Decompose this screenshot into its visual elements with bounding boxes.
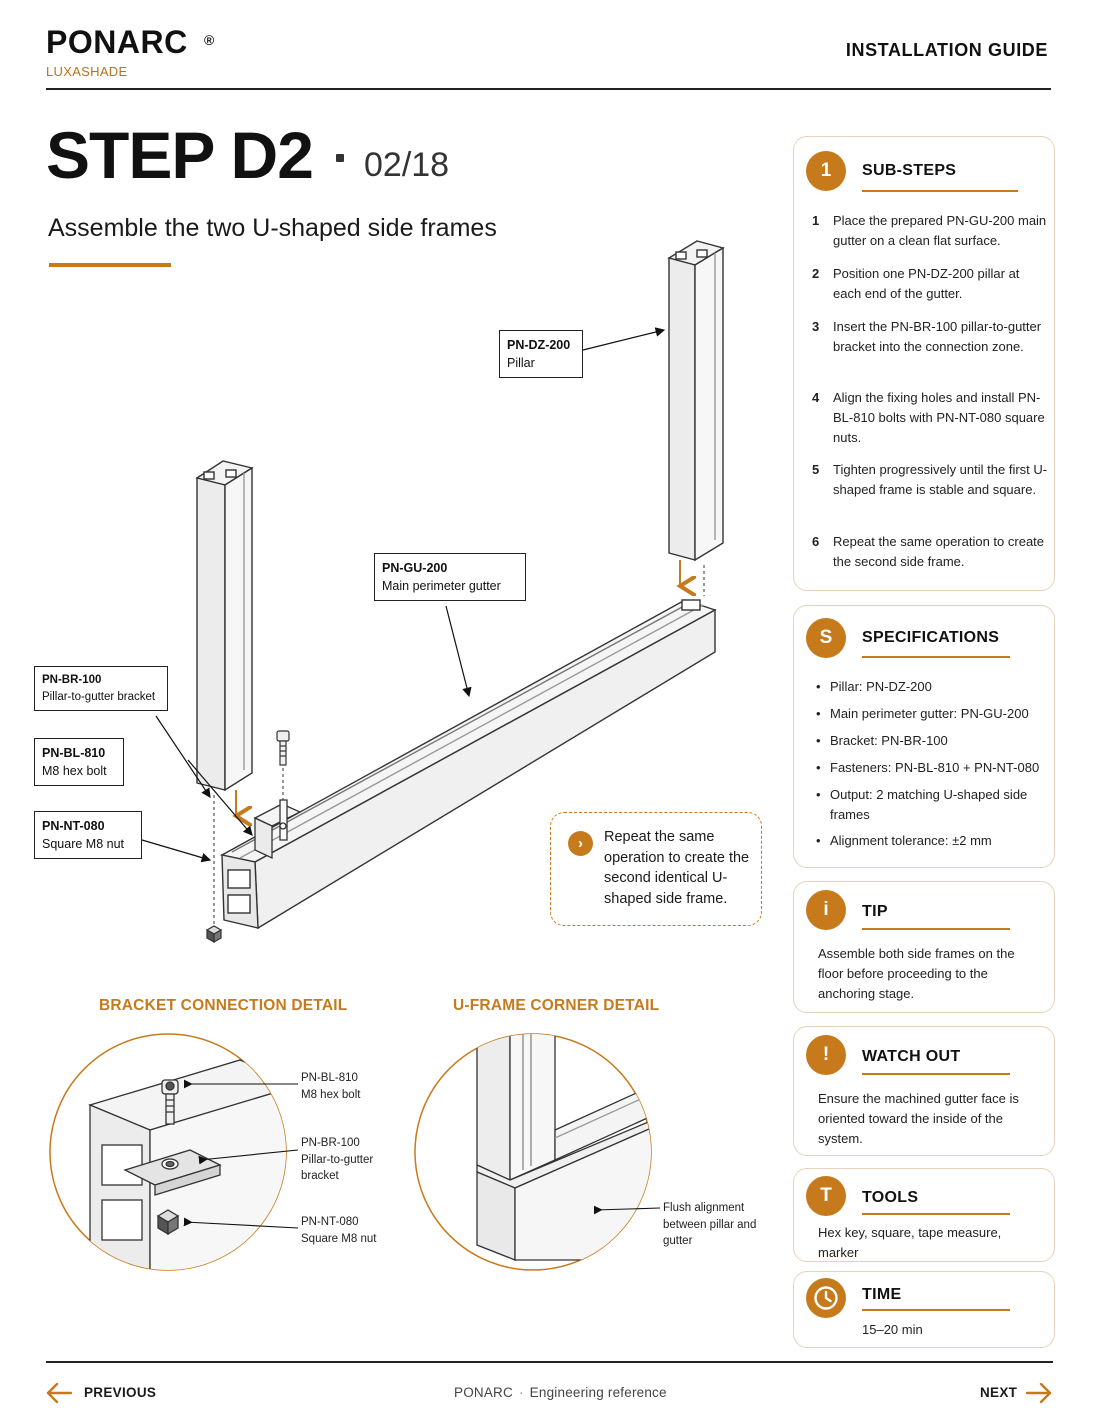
- guide-label: INSTALLATION GUIDE: [845, 40, 1048, 60]
- sub-brand: LUXASHADE: [46, 64, 128, 79]
- step-code: STEP D2: [46, 118, 314, 192]
- bracket-detail-illustration: [49, 1033, 299, 1271]
- hex-bolt: [276, 730, 290, 766]
- chevron-right-icon: ›: [568, 831, 593, 856]
- clock-icon: [806, 1278, 846, 1318]
- tools-title: TOOLS: [862, 1189, 919, 1206]
- substeps-title: SUB-STEPS: [862, 162, 957, 179]
- specifications-card: S SPECIFICATIONS •Pillar: PN-DZ-200 •Mai…: [793, 605, 1055, 868]
- repeat-callout: › Repeat the same operation to create th…: [550, 812, 762, 926]
- arrow-right-icon[interactable]: [1025, 1381, 1053, 1405]
- watch-out-card: ! WATCH OUT Ensure the machined gutter f…: [793, 1026, 1055, 1156]
- tools-rule: [862, 1213, 1010, 1215]
- warning-icon: !: [806, 1035, 846, 1075]
- specifications-title: SPECIFICATIONS: [862, 629, 1000, 646]
- substeps-rule: [862, 190, 1018, 192]
- time-rule: [862, 1309, 1010, 1311]
- corner-detail-title: U-FRAME CORNER DETAIL: [453, 997, 660, 1014]
- tools-badge: T: [806, 1176, 846, 1216]
- square-nut: [205, 925, 223, 944]
- next-link[interactable]: NEXT: [980, 1385, 1018, 1400]
- step-count: 02/18: [364, 146, 450, 184]
- time-text: 15–20 min: [862, 1322, 923, 1337]
- tools-text: Hex key, square, tape measure, marker: [818, 1225, 1002, 1260]
- bracket: [253, 799, 302, 860]
- footer-reference: PONARC·Engineering reference: [454, 1385, 667, 1400]
- right-pillar: [667, 240, 725, 562]
- arrow-left-icon[interactable]: [45, 1381, 73, 1405]
- header-divider: [46, 88, 1051, 90]
- main-gutter: [220, 599, 717, 930]
- exploded-assembly-diagram: [141, 240, 725, 944]
- substeps-badge: 1: [806, 151, 846, 191]
- step-title: Assemble the two U-shaped side frames: [48, 214, 497, 242]
- corner-detail-illustration: [414, 1033, 661, 1271]
- info-icon: i: [806, 890, 846, 930]
- left-pillar: [195, 460, 254, 792]
- brand-logo: PONARC: [46, 24, 188, 60]
- callout-text: Repeat the same operation to create the …: [604, 829, 750, 907]
- bracket-detail-title: BRACKET CONNECTION DETAIL: [99, 997, 348, 1014]
- specifications-badge: S: [806, 618, 846, 658]
- corner-detail-label: Flush alignment between pillar and gutte…: [663, 1202, 757, 1247]
- specifications-rule: [862, 656, 1010, 658]
- tip-rule: [862, 928, 1010, 930]
- tools-card: T TOOLS Hex key, square, tape measure, m…: [793, 1168, 1055, 1262]
- tip-text: Assemble both side frames on the floor b…: [818, 946, 1015, 1001]
- footer-divider: [46, 1361, 1053, 1363]
- registered-mark: ®: [204, 32, 215, 48]
- watch-out-text: Ensure the machined gutter face is orien…: [818, 1091, 1019, 1146]
- watch-out-rule: [862, 1073, 1010, 1075]
- tip-title: TIP: [862, 903, 888, 920]
- watch-out-title: WATCH OUT: [862, 1048, 961, 1065]
- tip-card: i TIP Assemble both side frames on the f…: [793, 881, 1055, 1013]
- time-title: TIME: [862, 1286, 902, 1303]
- previous-link[interactable]: PREVIOUS: [84, 1385, 157, 1400]
- step-separator: [336, 154, 344, 162]
- title-underline: [49, 263, 171, 267]
- time-card: TIME 15–20 min: [793, 1271, 1055, 1348]
